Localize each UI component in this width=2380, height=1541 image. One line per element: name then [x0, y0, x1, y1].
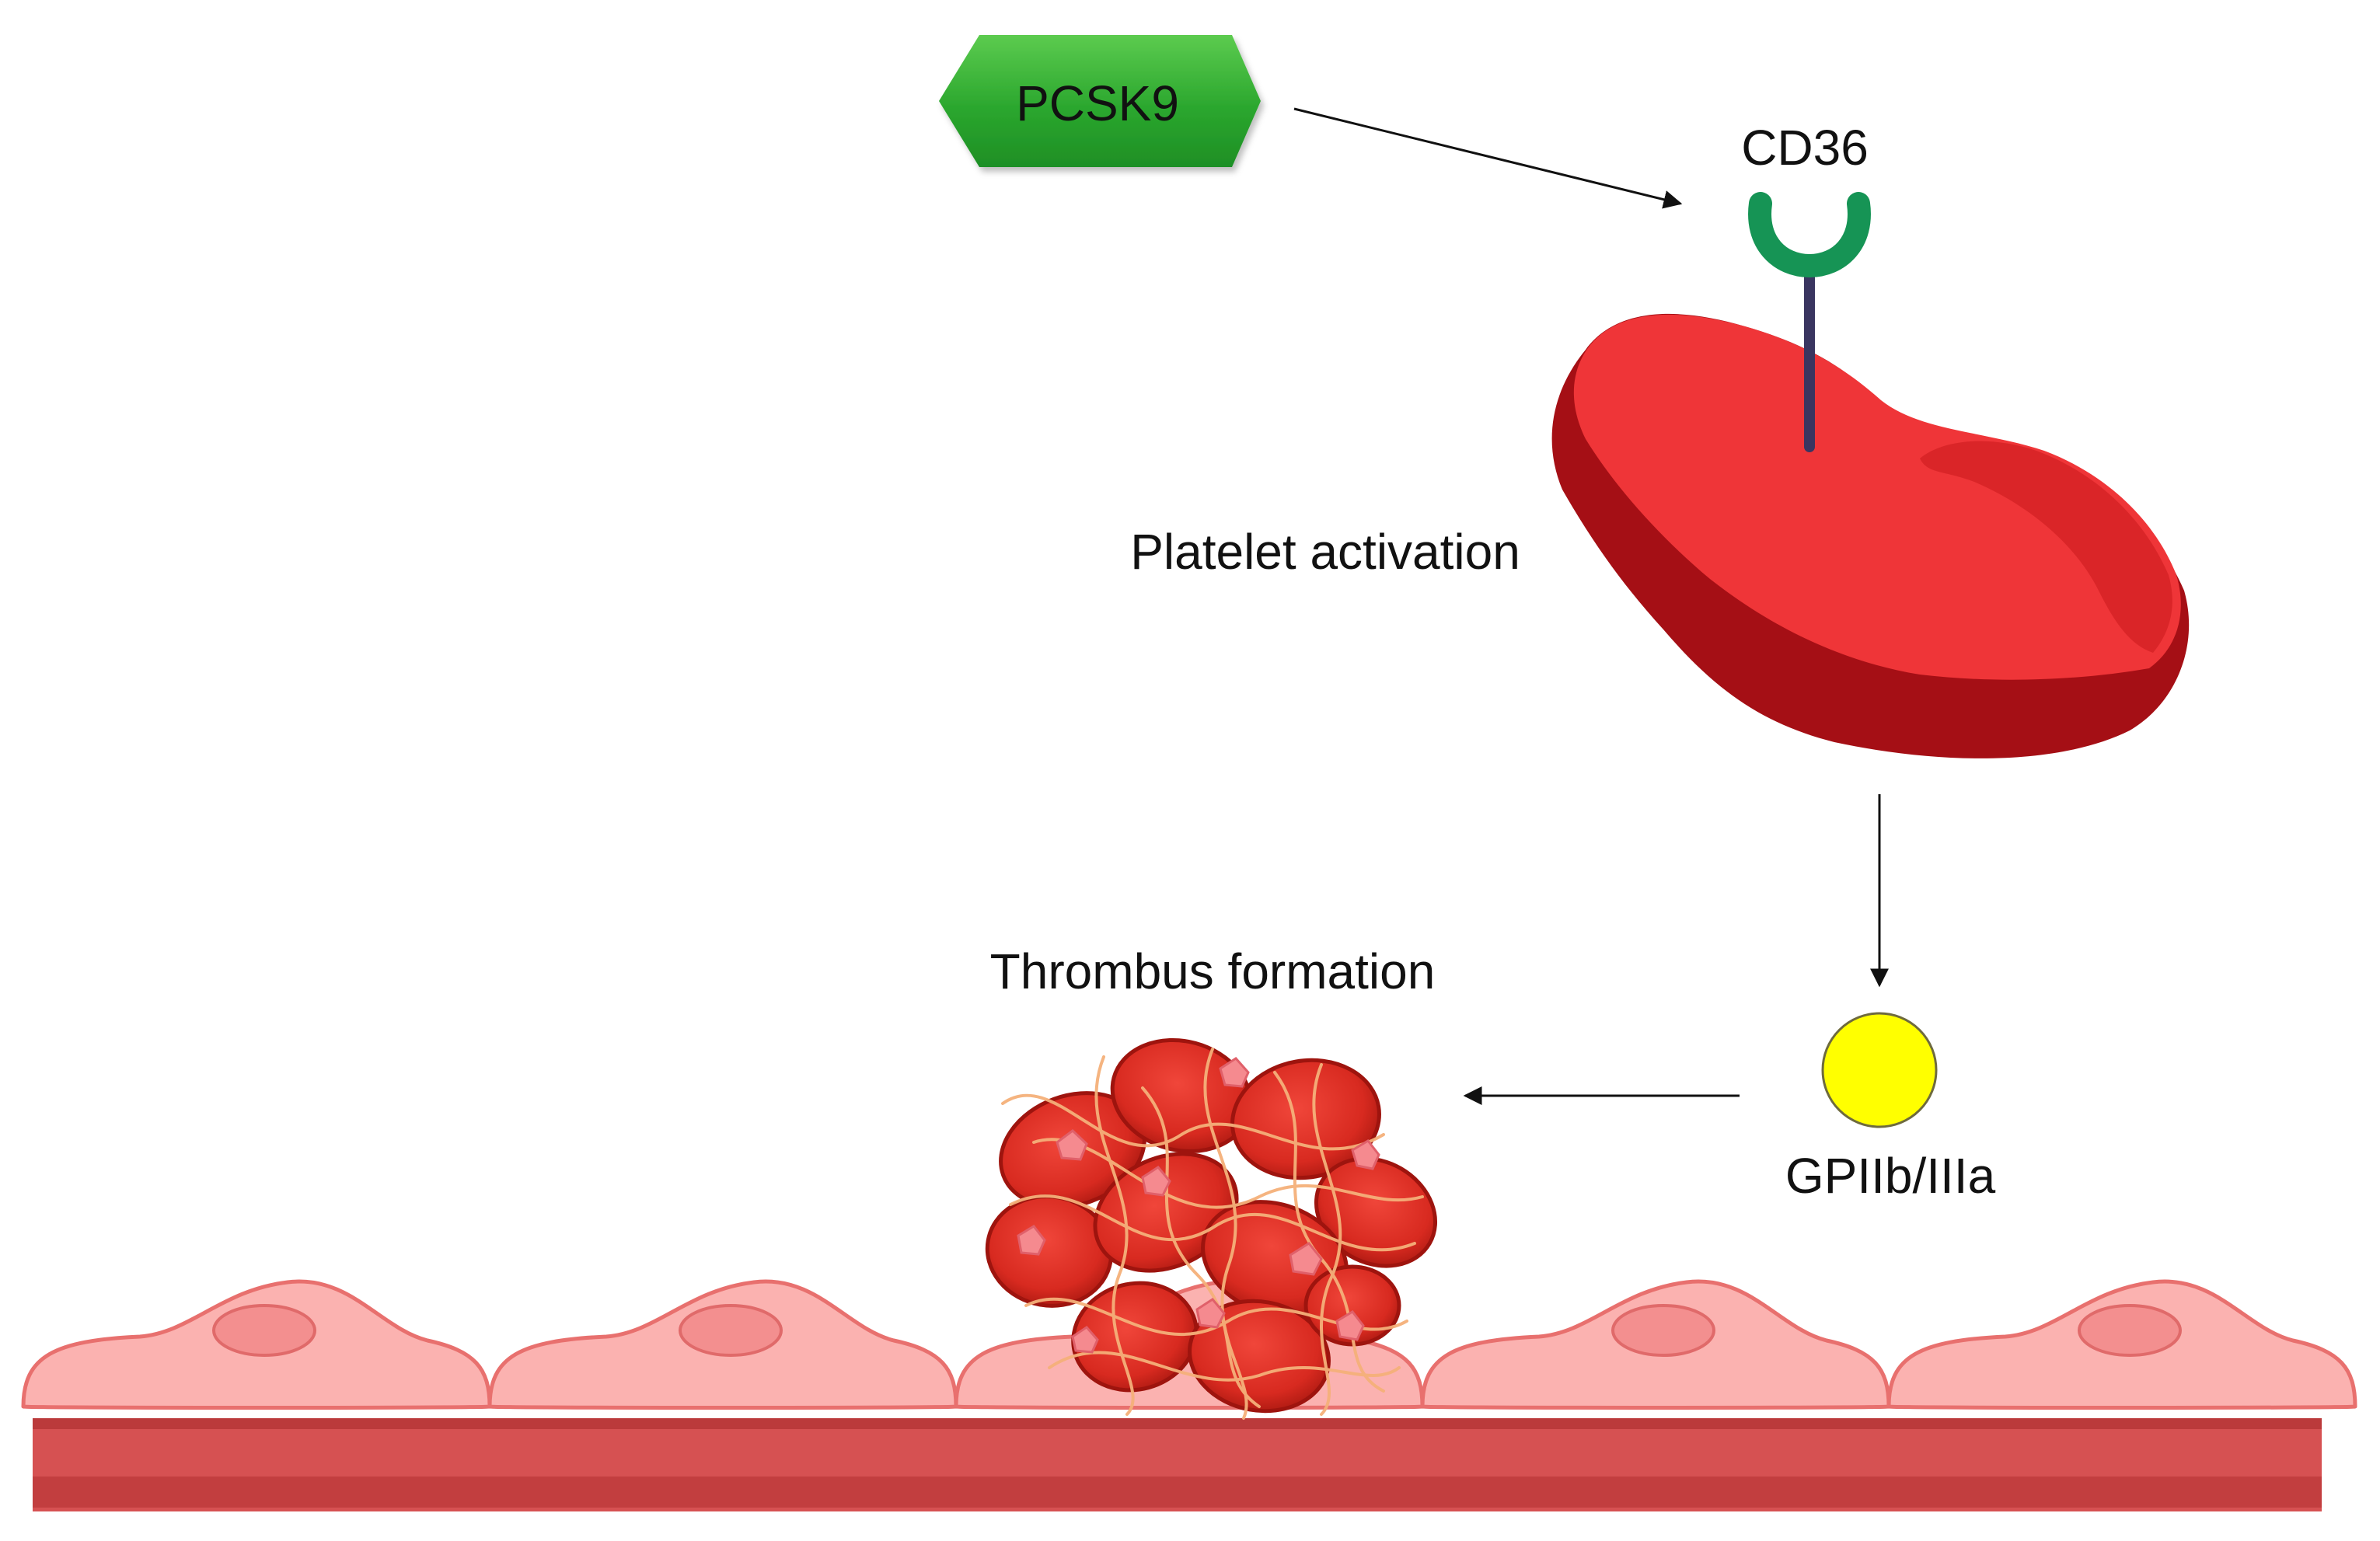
clot-rbc — [1314, 1156, 1438, 1268]
clot-rbc — [1071, 1281, 1199, 1393]
pcsk9-label: PCSK9 — [1016, 75, 1179, 131]
endothelial-cell — [1420, 1279, 1891, 1410]
clot-platelets — [1017, 1057, 1380, 1354]
fibrin-strands — [1001, 1048, 1424, 1420]
cd36-label: CD36 — [1741, 120, 1869, 176]
vessel-band-top-stripe — [33, 1418, 2322, 1429]
pcsk9-node — [939, 35, 1261, 167]
thrombus-formation-label: Thrombus formation — [990, 943, 1436, 999]
platelet-activation-label: Platelet activation — [1130, 524, 1520, 580]
platelet — [1551, 192, 2190, 758]
endothelial-cell — [487, 1279, 958, 1410]
platelet-body — [1573, 314, 2181, 680]
gp-iib-iiia-circle — [1821, 1012, 1938, 1128]
gp-iib-iiia-label: GPIIb/IIIa — [1785, 1148, 1996, 1204]
endothelial-cell — [21, 1279, 492, 1410]
pcsk9-hexagon — [939, 35, 1261, 167]
endothelial-cell — [1886, 1279, 2357, 1410]
cd36-receptor-cup — [1748, 192, 1871, 278]
vessel-band-bottom-stripe — [33, 1477, 2322, 1508]
arrow-pcsk9-to-cd36 — [1293, 107, 1683, 209]
thrombus-clot — [985, 1037, 1438, 1420]
platelet-shading — [1920, 441, 2172, 653]
vessel-wall — [33, 1418, 2322, 1511]
